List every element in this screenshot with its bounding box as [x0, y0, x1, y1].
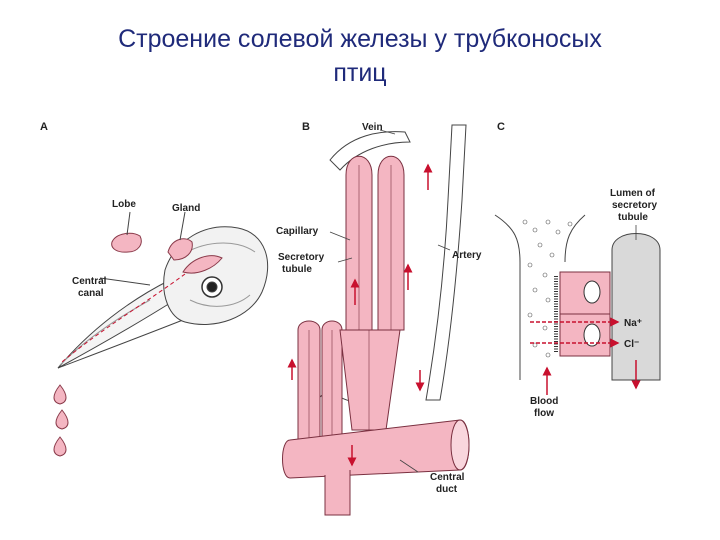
panel-a-letter: A [40, 121, 48, 133]
artery-vessel [425, 124, 467, 401]
label-secretory-tubule-1: Secretory [278, 252, 325, 263]
nucleus-lower [583, 323, 601, 347]
label-blood-flow-2: flow [534, 408, 554, 419]
label-central-duct-1: Central [430, 472, 465, 483]
gland-top-shape [167, 238, 193, 261]
label-secretory-tubule-2: tubule [282, 264, 312, 275]
tubule-lumen [611, 233, 661, 381]
bird-head [57, 226, 269, 369]
capillary-branch [494, 214, 586, 380]
label-blood-flow-1: Blood [530, 396, 558, 407]
label-na: Na⁺ [624, 318, 642, 329]
panel-b-letter: B [302, 121, 310, 133]
title-line-1: Строение солевой железы у трубконосых [118, 25, 602, 53]
label-central-canal-1: Central [72, 276, 107, 287]
blood-cells [522, 219, 573, 358]
label-central-duct-2: duct [436, 484, 458, 495]
label-lumen-2: secretory [612, 200, 657, 211]
panel-c-letter: C [497, 121, 505, 133]
nucleus-upper [583, 280, 601, 304]
title-line-2: птиц [333, 59, 387, 87]
label-vein: Vein [362, 122, 383, 133]
flow-arrows-b [287, 163, 433, 467]
gland-shape [182, 255, 223, 274]
secretory-tubules [297, 155, 405, 441]
label-artery: Artery [452, 250, 482, 261]
ion-arrows [530, 317, 620, 348]
label-lobe: Lobe [112, 199, 136, 210]
label-cl: Cl⁻ [624, 339, 639, 350]
label-lumen-3: tubule [618, 212, 648, 223]
label-capillary: Capillary [276, 226, 319, 237]
label-lumen-1: Lumen of [610, 188, 656, 199]
slide-title: Строение солевой железы у трубконосых пт… [0, 22, 720, 90]
central-canal-line [61, 273, 186, 363]
salt-drops [53, 384, 69, 457]
label-gland: Gland [172, 203, 200, 214]
lobe-shape [111, 232, 142, 253]
label-central-canal-2: canal [78, 288, 104, 299]
